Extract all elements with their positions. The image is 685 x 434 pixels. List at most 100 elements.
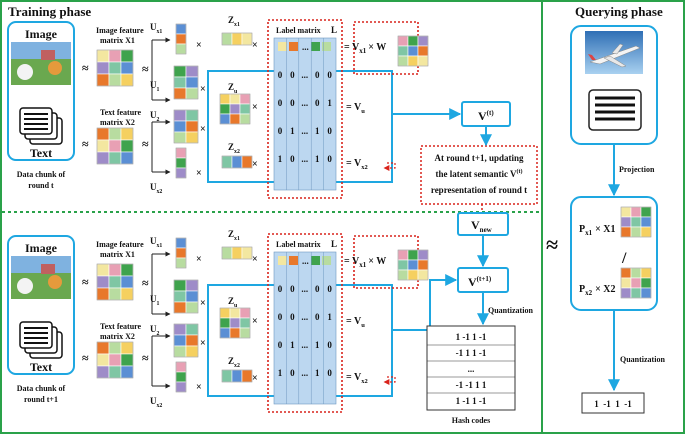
label-matrix-value: 0 <box>315 70 320 80</box>
px1-label: Px1× X1 <box>579 224 616 237</box>
label-matrix-value: 1 <box>315 340 320 350</box>
u2-matrix-border <box>173 109 199 144</box>
zu-label: Zu <box>228 82 238 95</box>
u1-label-sub: 1 <box>157 87 160 93</box>
times-u2: × <box>200 124 206 135</box>
label-matrix-title: Label matrix <box>276 240 321 249</box>
x2-matrix-cell <box>108 151 122 165</box>
label-matrix-value: ... <box>301 98 308 108</box>
zx1-matrix-border <box>221 32 253 46</box>
x1-matrix-cell <box>96 275 110 289</box>
zx2-label-main: Z <box>228 356 234 366</box>
zx2-matrix <box>221 155 253 169</box>
w-matrix-cell <box>407 259 419 271</box>
hash-code-row: 1 -1 1 -1 <box>456 332 487 342</box>
zx1-matrix-cell <box>231 246 243 260</box>
update-note-line3: representation of round t <box>431 185 527 195</box>
label-matrix-value: 1 <box>327 312 332 322</box>
label-matrix-value: ... <box>301 340 308 350</box>
u1-matrix-cell <box>173 279 187 292</box>
airplane-image <box>585 31 643 74</box>
zx1-label-main: Z <box>228 229 234 239</box>
x1-matrix-border <box>96 49 134 87</box>
label-color-cell <box>322 256 331 265</box>
eq-vx1-sub: x1 <box>359 47 367 55</box>
zu-matrix-cell <box>219 307 231 319</box>
label-matrix-value: 0 <box>327 340 332 350</box>
hash-code-row: ... <box>468 364 475 374</box>
label-matrix-value: 0 <box>278 126 283 136</box>
label-matrix-box <box>267 233 343 413</box>
u2-matrix-cell <box>173 120 187 133</box>
zx2-matrix-border <box>221 155 253 169</box>
v-t1-letter: V <box>468 275 477 289</box>
label-color-cell <box>278 42 287 51</box>
ux1-matrix <box>175 23 187 55</box>
zx1-label-main: Z <box>228 15 234 25</box>
u2-matrix-border <box>173 323 199 358</box>
ux2-label: Ux2 <box>150 182 162 195</box>
image-thumbnail-flower <box>48 275 62 289</box>
label-matrix-value: 1 <box>315 368 320 378</box>
x1-matrix-cell <box>120 287 134 301</box>
zu-matrix-cell <box>239 317 251 329</box>
eq-vu-sub: u <box>361 108 365 115</box>
w-matrix-cell <box>397 35 409 47</box>
zu-matrix-cell <box>219 327 231 339</box>
x2-matrix-cell <box>96 151 110 165</box>
eq-vx1-w-times: × W <box>368 256 386 267</box>
u1-matrix-cell <box>173 76 187 89</box>
label-matrix-value: 0 <box>315 98 320 108</box>
zx2-matrix-cell <box>241 369 253 383</box>
update-note-box <box>420 145 538 205</box>
query-x1-matrix-cell <box>640 216 652 228</box>
ux1-label-sub: x1 <box>157 243 163 249</box>
times-ux2: × <box>196 382 202 393</box>
projection-label: Projection <box>619 165 655 174</box>
times-zu: × <box>252 316 258 327</box>
w-matrix-cell <box>417 35 429 47</box>
arrow-bottom-to-vt1 <box>392 274 458 331</box>
w-matrix-cell <box>417 45 429 57</box>
ux1-matrix <box>175 237 187 269</box>
ux2-label: Ux2 <box>150 396 162 409</box>
eq-vx2: = Vx2 <box>346 158 368 171</box>
label-matrix-value: 0 <box>327 368 332 378</box>
x1-matrix-cell <box>96 263 110 277</box>
ux2-matrix-cell <box>175 167 187 179</box>
ux2-matrix-border <box>175 361 187 393</box>
eq-vx1-w: = Vx1× W <box>344 42 386 55</box>
label-matrix-value: 0 <box>290 312 295 322</box>
ux1-matrix-border <box>175 23 187 55</box>
big-approx-symbol: ≈ <box>546 232 558 257</box>
u2-label-sub: 2 <box>157 117 160 123</box>
x1-matrix-cell <box>120 275 134 289</box>
eq-vu-sub: u <box>361 322 365 329</box>
x1-matrix-cell <box>108 263 122 277</box>
x2-matrix-cell <box>96 365 110 379</box>
label-color-cell <box>311 256 320 265</box>
zu-matrix-border <box>219 93 251 125</box>
query-x1-matrix-cell <box>620 206 632 218</box>
ux2-matrix-cell <box>175 157 187 169</box>
u1-matrix-cell <box>185 290 199 303</box>
update-note-line1: At round t+1, updating <box>435 153 524 163</box>
zx1-matrix-cell <box>231 32 243 46</box>
w-matrix <box>397 35 429 67</box>
u1-matrix <box>173 279 199 314</box>
u2-matrix-cell <box>185 345 199 358</box>
query-feature-matrices <box>620 206 652 299</box>
text-label: Text <box>30 146 52 160</box>
times-ux1: × <box>196 254 202 265</box>
x2-matrix-cell <box>96 353 110 367</box>
hash-code-row: -1 -1 1 1 <box>456 380 487 390</box>
x2-matrix-cell <box>108 365 122 379</box>
zu-matrix <box>219 93 251 125</box>
u1-label-main: U <box>150 80 157 90</box>
image-label: Image <box>25 27 58 41</box>
v-new-sub: new <box>480 226 493 234</box>
v-t-sup: (t) <box>487 109 495 117</box>
u2-matrix-cell <box>185 323 199 336</box>
u1-matrix-border <box>173 65 199 100</box>
zx2-matrix-cell <box>221 155 233 169</box>
